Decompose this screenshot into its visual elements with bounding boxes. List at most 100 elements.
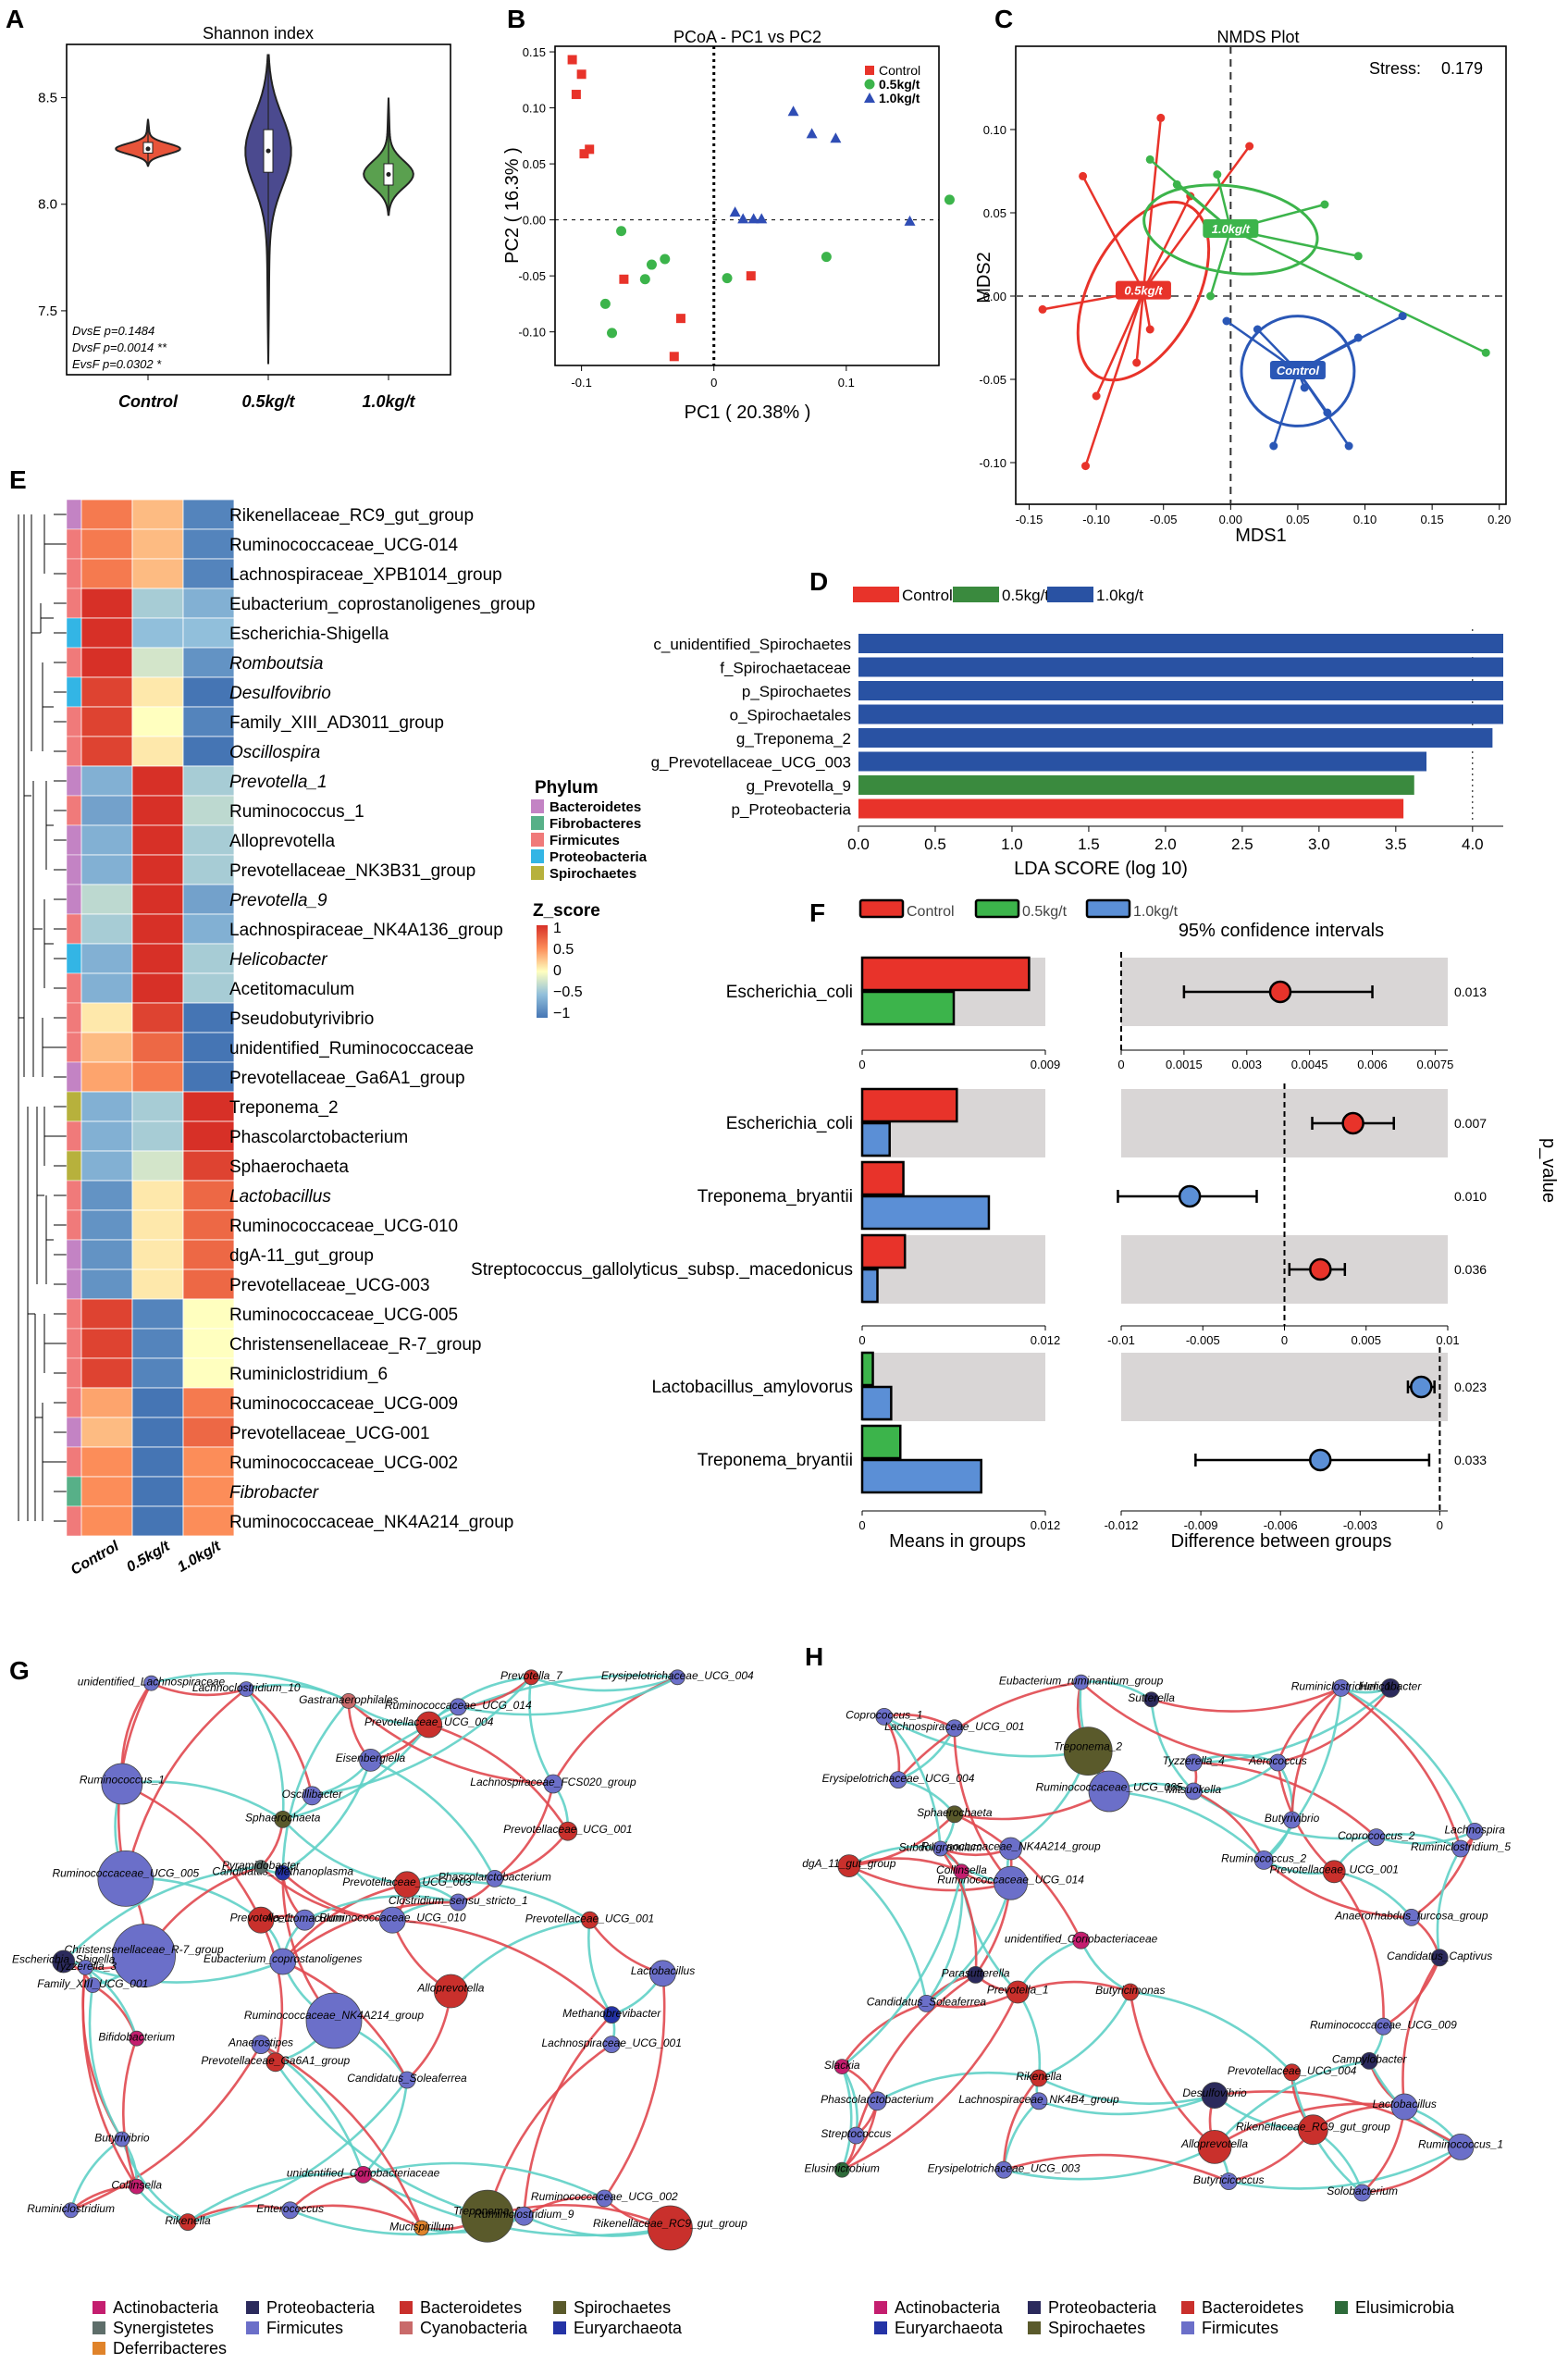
network-edge	[1002, 2077, 1040, 2171]
stamp-right-tick-label: 0	[1117, 1058, 1124, 1071]
phylum-legend-label: Proteobacteria	[549, 849, 648, 865]
heatmap-cell	[131, 943, 184, 974]
pcoa-point-Control	[585, 144, 595, 155]
panel-label-f: F	[809, 898, 825, 927]
network-legend-label: Synergistetes	[113, 2319, 214, 2337]
pcoa-point-1.0kg/t	[830, 132, 842, 143]
stamp-left-tick-label: 0	[858, 1058, 865, 1071]
network-node	[999, 1837, 1022, 1861]
stamp-feature-label: Lactobacillus_amylovorus	[651, 1378, 853, 1397]
network-edge	[1003, 2146, 1216, 2181]
stamp-p-value: 0.013	[1454, 984, 1487, 999]
network-legend-swatch	[553, 2301, 566, 2314]
network-node	[143, 1675, 159, 1691]
network-edge	[551, 1676, 678, 1785]
heatmap-cell	[182, 588, 235, 619]
network-edge	[1080, 1681, 1278, 1764]
stamp-mean-bar	[860, 1268, 879, 1304]
difference-xlabel: Difference between groups	[1171, 1531, 1392, 1552]
network-edge	[428, 1723, 569, 1832]
heatmap-cell	[80, 1446, 133, 1478]
stamp-feature-label: Treponema_bryantii	[698, 1451, 853, 1470]
heatmap-cell	[131, 1180, 184, 1211]
stamp-p-value: 0.033	[1454, 1453, 1487, 1467]
network-node	[415, 1711, 443, 1739]
heatmap-cell	[182, 913, 235, 945]
phylum-annotation-cell	[66, 676, 82, 708]
network-edge	[587, 1920, 613, 2016]
network-node	[833, 2059, 850, 2075]
heatmap-row-label: Christensenellaceae_R-7_group	[229, 1335, 482, 1355]
heatmap-cell	[182, 706, 235, 737]
network-edge	[876, 2071, 1040, 2102]
phylum-annotation-cell	[66, 617, 82, 649]
stamp-feature-label: Escherichia_coli	[726, 983, 853, 1002]
heatmap-cell	[182, 1505, 235, 1537]
heatmap-cell	[182, 1298, 235, 1330]
lda-bar	[858, 775, 1414, 795]
zscore-tick: −1	[553, 1006, 570, 1021]
pcoa-point-0.5kg/t	[616, 226, 627, 237]
network-legend-swatch	[400, 2301, 413, 2314]
nmds-spoke	[1296, 370, 1351, 447]
heatmap-cell	[182, 1357, 235, 1389]
network-node	[274, 1811, 292, 1828]
phylum-annotation-cell	[66, 1298, 82, 1330]
heatmap-cell	[80, 1505, 133, 1537]
lda-bar	[858, 728, 1493, 748]
heatmap-row-label: Treponema_2	[229, 1098, 339, 1118]
network-node-label: Collinsella	[111, 2179, 162, 2192]
heatmap-cell	[131, 1269, 184, 1300]
network-node	[543, 1774, 563, 1794]
network-node	[1380, 1678, 1401, 1698]
lda-category-label: o_Spirochaetales	[730, 707, 851, 724]
pcoa-ytick-label: 0.00	[523, 214, 546, 228]
network-edge	[1340, 1687, 1463, 1850]
heatmap-cell	[182, 499, 235, 530]
network-legend-label: Cyanobacteria	[420, 2319, 528, 2337]
network-node-label: Alloprevotella	[1180, 2137, 1248, 2150]
network-legend-swatch	[246, 2321, 259, 2334]
pcoa-xtick-label: -0.1	[571, 376, 591, 390]
network-edge	[122, 2037, 138, 2187]
stamp-diff-point	[1410, 1375, 1433, 1399]
lda-category-label: g_Prevotella_9	[747, 777, 851, 795]
stamp-left-tick-label: 0	[858, 1333, 865, 1347]
heatmap-row-label: Eubacterium_coprostanoligenes_group	[229, 595, 536, 614]
heatmap-row-label: Lactobacillus	[229, 1187, 331, 1207]
heatmap-row-label: Romboutsia	[229, 654, 323, 674]
nmds-point-1.0kg/t	[1481, 348, 1490, 357]
heatmap-row-label: Pseudobutyrivibrio	[229, 1009, 374, 1029]
heatmap-cell	[131, 1298, 184, 1330]
lda-xtick-label: 2.0	[1154, 835, 1177, 853]
network-node	[837, 1854, 861, 1877]
network-legend-swatch	[1335, 2301, 1348, 2314]
lda-xtick-label: 1.0	[1001, 835, 1023, 853]
network-node-label: Coprococcus_2	[1338, 1829, 1415, 1842]
heatmap-row-label: Ruminococcaceae_UCG-014	[229, 536, 459, 555]
network-node-label: Solobacterium	[1327, 2185, 1398, 2197]
stamp-right-tick-label: 0.0015	[1166, 1058, 1203, 1071]
network-node	[918, 1994, 935, 2012]
stamp-diff-point	[1308, 1448, 1332, 1472]
phylum-annotation-cell	[66, 1417, 82, 1448]
heatmap-cell	[131, 854, 184, 885]
network-node	[78, 1959, 93, 1975]
network-edge	[369, 1674, 678, 1762]
violin-title: Shannon index	[203, 24, 314, 43]
network-node	[114, 2131, 130, 2147]
network-node	[52, 1949, 76, 1974]
heatmap-cell	[182, 1239, 235, 1270]
panel-label-h: H	[805, 1642, 823, 1671]
stamp-p-value: 0.010	[1454, 1189, 1487, 1204]
network-node	[1430, 1949, 1449, 1967]
network-node	[1283, 2063, 1301, 2082]
network-edge	[281, 1872, 393, 1922]
nmds-centroid-label: 1.0kg/t	[1212, 222, 1251, 236]
heatmap-row-label: Sphaerochaeta	[229, 1157, 349, 1177]
network-legend-label: Actinobacteria	[113, 2298, 219, 2317]
nmds-title: NMDS Plot	[1216, 28, 1299, 46]
network-node	[1332, 1679, 1351, 1697]
pcoa-point-0.5kg/t	[722, 273, 733, 284]
stamp-legend-label: 0.5kg/t	[1022, 904, 1068, 920]
